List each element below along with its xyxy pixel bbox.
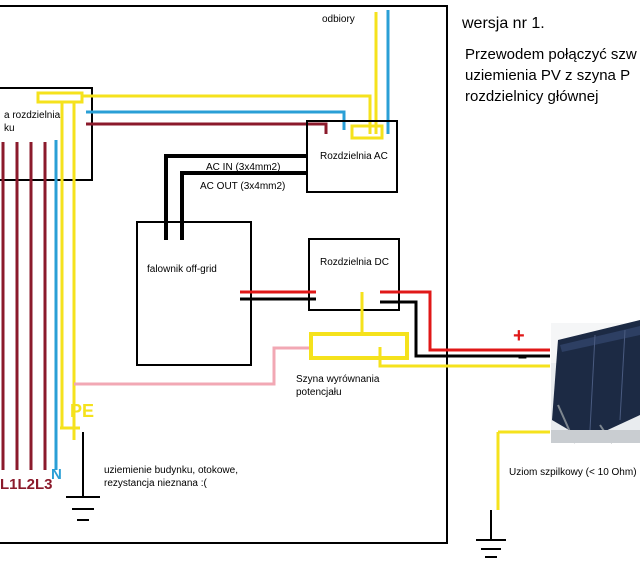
pe-dc-busbar xyxy=(360,292,550,510)
dc-minus-label: – xyxy=(518,349,527,366)
phase-conductors xyxy=(1,142,47,470)
ac-in-label: AC IN (3x4mm2) xyxy=(206,162,280,173)
dc-board-box xyxy=(308,238,400,311)
inverter-dc-cables xyxy=(240,290,316,301)
main-board-label-1: a rozdzielnia xyxy=(4,110,61,121)
neutral-label: N xyxy=(51,466,62,483)
pv-panel-image xyxy=(551,320,640,444)
note-line-1: Przewodem połączyć szw xyxy=(465,46,637,63)
enclosure-frame xyxy=(0,5,448,544)
version-label: wersja nr 1. xyxy=(462,15,545,32)
dc-output-cables xyxy=(380,290,550,358)
dc-board-label: Rozdzielnia DC xyxy=(320,257,389,268)
inverter-label: falownik off-grid xyxy=(147,264,217,275)
pe-link-pink xyxy=(74,346,312,386)
rod-ground-symbol xyxy=(476,510,506,558)
pe-label: PE xyxy=(70,401,94,421)
loads-label: odbiory xyxy=(322,14,355,25)
inverter-box xyxy=(136,221,252,366)
busbar-label-2: potencjału xyxy=(296,387,342,398)
ac-cables xyxy=(164,154,308,240)
neutral-to-ac xyxy=(86,10,390,134)
ac-out-label: AC OUT (3x4mm2) xyxy=(200,181,285,192)
busbar-label-1: Szyna wyrównania xyxy=(296,374,380,385)
rod-ground-label: Uziom szpilkowy (< 10 Ohm) xyxy=(509,467,637,478)
phase-to-ac xyxy=(86,122,328,134)
phase-labels: L1L2L3 xyxy=(0,476,53,493)
instruction-note: Przewodem połączyć szw uziemienia PV z s… xyxy=(465,44,637,107)
building-ground-symbol xyxy=(66,496,100,521)
ac-board-label: Rozdzielnia AC xyxy=(320,151,388,162)
building-ground-label-1: uziemienie budynku, otokowe, xyxy=(104,465,238,476)
dc-plus-label: + xyxy=(513,325,525,347)
main-board-label-2: ku xyxy=(4,123,15,134)
building-ground-label-2: rezystancja nieznana :( xyxy=(104,478,208,489)
equalisation-busbar xyxy=(309,332,409,360)
note-line-2: uziemienia PV z szyna P xyxy=(465,67,631,84)
note-line-3: rozdzielnicy głównej xyxy=(465,88,599,105)
